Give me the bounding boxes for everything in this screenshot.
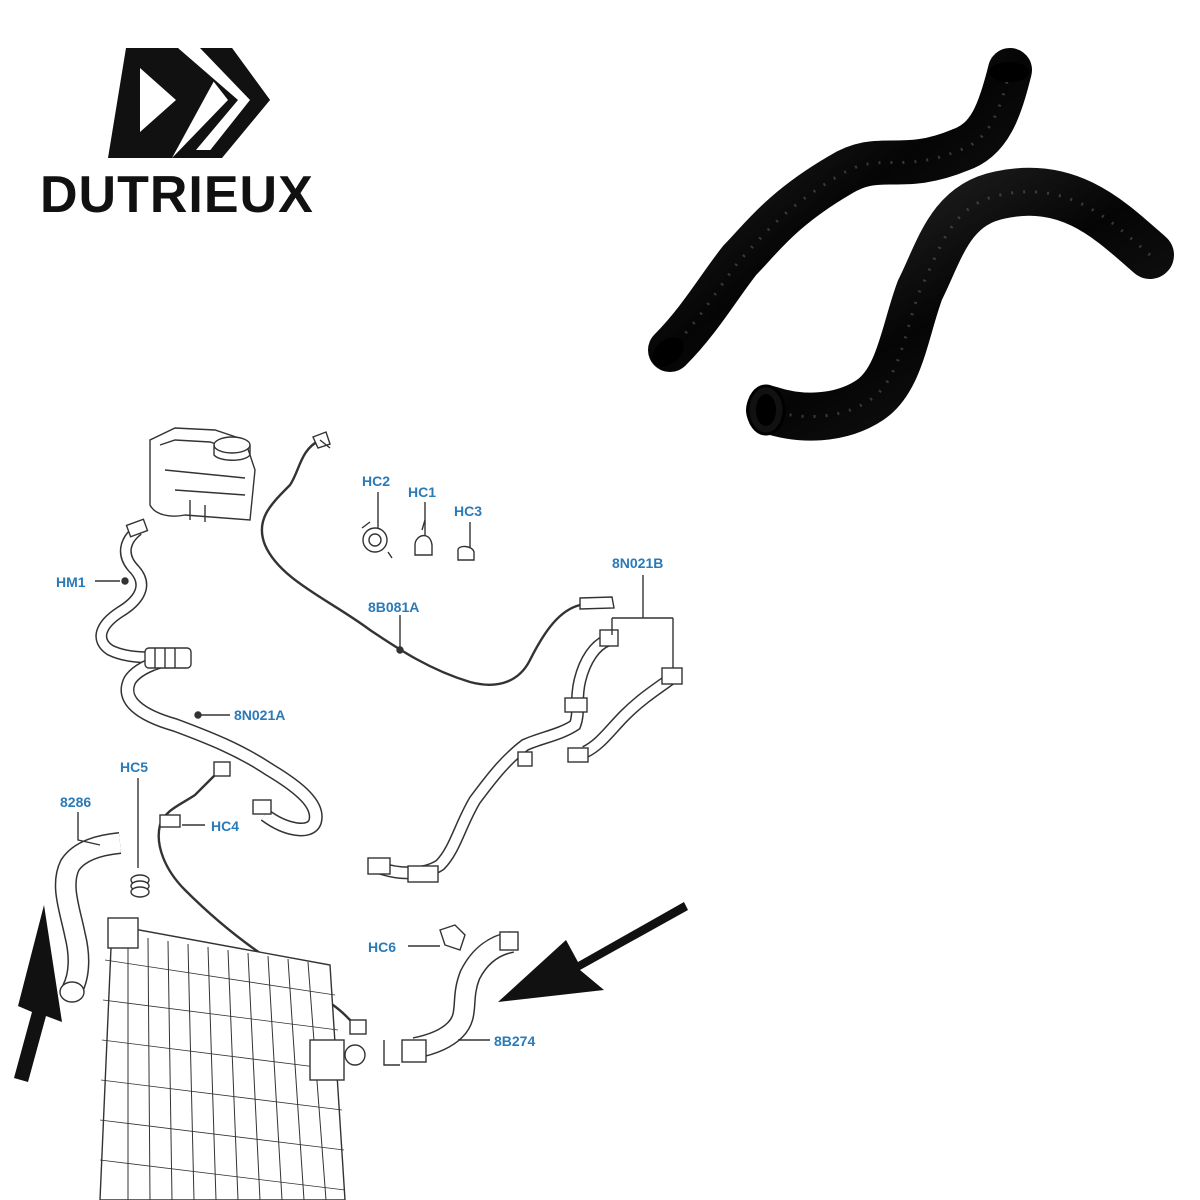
leader-8n021b: [611, 575, 674, 668]
clamp-hc2-icon: [361, 521, 393, 559]
label-hc6: HC6: [368, 939, 396, 955]
product-hoses-photo: [648, 48, 1174, 441]
arrow-up-left-icon: [14, 905, 62, 1082]
spring-clamp-hc5-icon: [130, 874, 150, 898]
brand-logo: DUTRIEUX: [40, 48, 314, 224]
leader-8286: [77, 812, 101, 846]
clamp-hc3-icon: [457, 545, 475, 561]
label-8b274: 8B274: [494, 1033, 535, 1049]
arrow-down-left-icon: [498, 902, 688, 1002]
clamp-hc6-icon: [439, 924, 466, 951]
hose-8b081a: [260, 438, 606, 686]
label-8n021b: 8N021B: [612, 555, 663, 571]
label-hc3: HC3: [454, 503, 482, 519]
label-hc5: HC5: [120, 759, 148, 775]
radiator-icon: [99, 917, 366, 1200]
coolant-expansion-tank-icon: [149, 427, 256, 522]
label-hc4: HC4: [211, 818, 239, 834]
brand-name: DUTRIEUX: [40, 166, 314, 224]
label-8286: 8286: [60, 794, 91, 810]
label-8n021a: 8N021A: [234, 707, 285, 723]
exploded-hose-diagram: [54, 427, 683, 1200]
double-chevron-logo-icon: [108, 48, 270, 158]
label-hc2: HC2: [362, 473, 390, 489]
silicone-hose-lower: [746, 167, 1174, 441]
clamp-hc1-icon: [414, 519, 433, 556]
silicone-hose-upper: [648, 48, 1032, 372]
label-hm1: HM1: [56, 574, 86, 590]
hose-upper-end-icon: [989, 62, 1029, 82]
part-labels: HM1 HC2 HC1 HC3 8N021B 8B081A 8N021A HC5…: [56, 473, 663, 1049]
label-8b081a: 8B081A: [368, 599, 419, 615]
label-hc1: HC1: [408, 484, 436, 500]
highlight-arrows: [14, 902, 688, 1082]
clamp-connector-icon: [144, 647, 192, 669]
